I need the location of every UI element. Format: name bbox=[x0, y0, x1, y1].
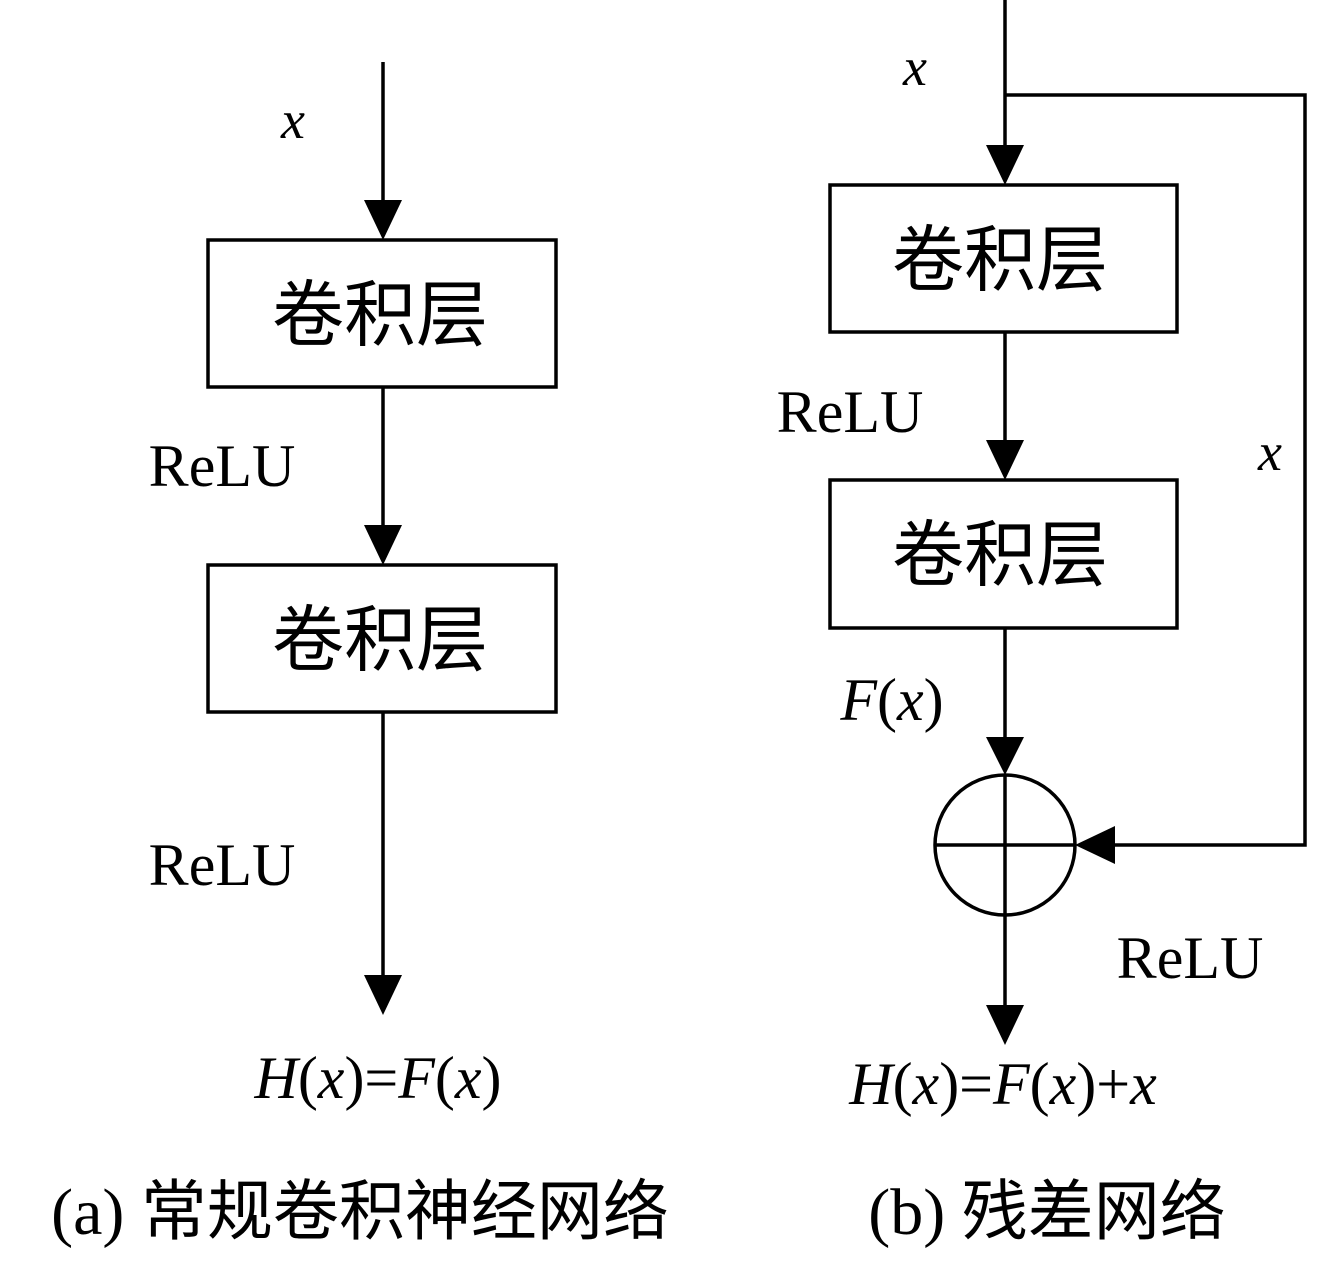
arrowhead bbox=[986, 145, 1024, 185]
conv-layer-box-2 bbox=[828, 478, 1179, 630]
conv-layer-label: 卷积层 bbox=[272, 276, 488, 356]
sum-node-plus-icon bbox=[933, 773, 1077, 917]
arrowhead bbox=[364, 975, 402, 1015]
panel-a-conventional-cnn: x 卷积层 ReLU 卷积层 ReLU H(x)=F(x) (a) 常规卷积神经… bbox=[51, 62, 669, 1249]
arrowhead bbox=[364, 525, 402, 565]
arrowhead bbox=[1075, 826, 1115, 864]
caption-b: (b) 残差网络 bbox=[868, 1176, 1225, 1249]
relu-label: ReLU bbox=[1117, 925, 1264, 991]
input-x-label: x bbox=[280, 90, 305, 150]
conv-layer-box-2 bbox=[206, 563, 558, 714]
input-x-label: x bbox=[902, 37, 927, 97]
shortcut-connection bbox=[1005, 93, 1307, 847]
arrowhead bbox=[986, 737, 1024, 775]
output-formula-b: H(x)=F(x)+x bbox=[848, 1051, 1157, 1117]
panel-b-residual-network: x x 卷积层 ReLU 卷积层 F(x) ReLU H(x)=F(x)+x (… bbox=[777, 0, 1307, 1249]
shortcut-x-label: x bbox=[1257, 422, 1282, 482]
arrowhead bbox=[364, 200, 402, 240]
conv-layer-label: 卷积层 bbox=[272, 601, 488, 681]
arrowhead bbox=[986, 440, 1024, 480]
output-formula-a: H(x)=F(x) bbox=[253, 1045, 501, 1111]
fx-label: F(x) bbox=[839, 667, 943, 733]
relu-label: ReLU bbox=[149, 433, 296, 499]
relu-label: ReLU bbox=[777, 379, 924, 445]
conv-layer-label: 卷积层 bbox=[892, 516, 1108, 596]
relu-label: ReLU bbox=[149, 832, 296, 898]
conv-layer-box-1 bbox=[828, 183, 1179, 334]
caption-a: (a) 常规卷积神经网络 bbox=[51, 1176, 669, 1249]
arrowhead bbox=[986, 1005, 1024, 1045]
conv-layer-label: 卷积层 bbox=[892, 221, 1108, 301]
